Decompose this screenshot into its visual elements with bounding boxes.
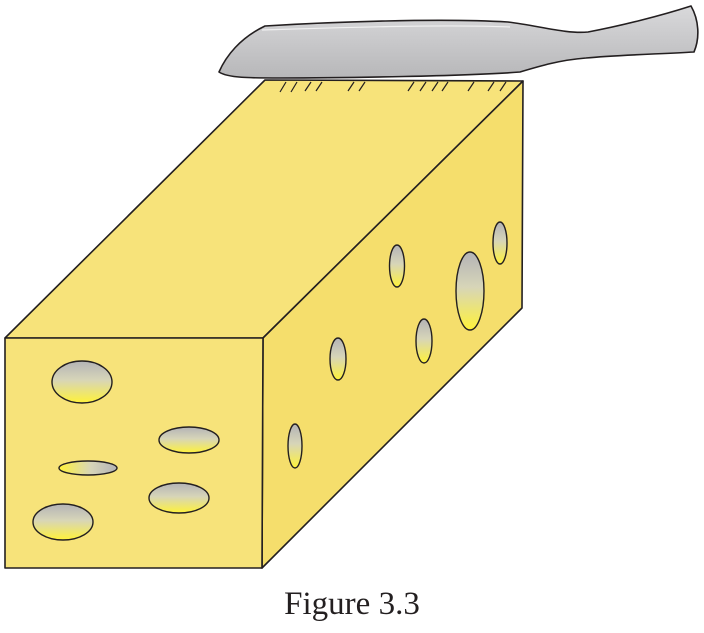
knife-icon bbox=[218, 5, 699, 79]
cheese-block-icon bbox=[4, 79, 524, 569]
figure-caption: Figure 3.3 bbox=[284, 586, 420, 622]
front-holes bbox=[32, 360, 220, 541]
cut-marks bbox=[279, 81, 507, 93]
side-holes bbox=[287, 221, 508, 469]
